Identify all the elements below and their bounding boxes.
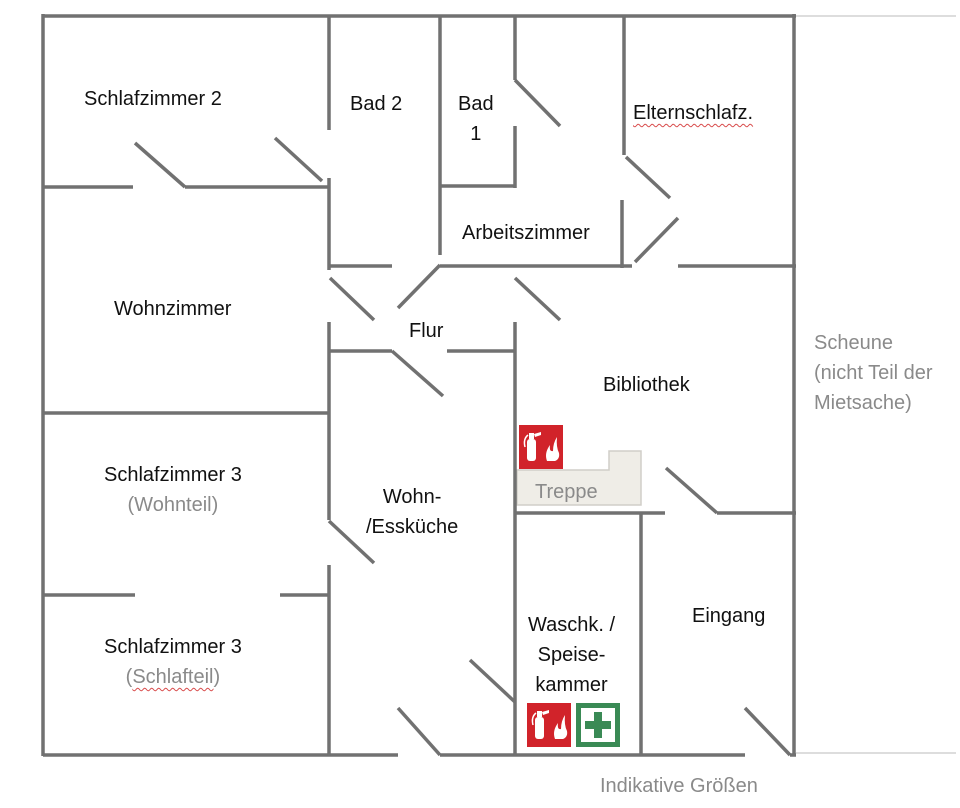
fire-extinguisher-sign-waschkueche [527, 703, 571, 747]
room-label-waschkueche: Waschk. / Speise- kammer [528, 610, 615, 700]
room-label-schlafzimmer-3-wohnteil: Schlafzimmer 3 (Wohnteil) [104, 460, 242, 520]
room-label-wohnkueche: Wohn- /Essküche [366, 482, 458, 542]
room-label-flur: Flur [409, 320, 444, 342]
room-label-wohnkueche-line1: Wohn- [382, 486, 442, 508]
door-swings [133, 78, 792, 757]
fire-extinguisher-icon [531, 710, 549, 739]
scheune-annotation: Scheune (nicht Teil der Mietsache) [814, 328, 933, 418]
fire-extinguisher-icon [523, 432, 541, 461]
room-label-waschkueche-line2: Speise- [537, 644, 606, 666]
fire-extinguisher-sign-bibliothek [519, 425, 563, 469]
room-label-bad-2: Bad 2 [350, 93, 403, 115]
room-label-waschkueche-line1: Waschk. / [528, 614, 616, 636]
paren-open: ( [125, 666, 133, 688]
stair-area [516, 450, 642, 506]
flame-icon [546, 437, 560, 461]
flame-icon [554, 715, 568, 739]
room-label-schlafzimmer-3-wohnteil-line1: Schlafzimmer 3 [104, 464, 242, 486]
scheune-line1: Scheune [814, 332, 893, 354]
first-aid-sign [576, 703, 620, 747]
scheune-line3: Mietsache) [814, 392, 912, 414]
room-label-arbeitszimmer: Arbeitszimmer [462, 222, 590, 244]
room-label-wohnzimmer: Wohnzimmer [114, 298, 232, 320]
room-label-bad-1: Bad 1 [458, 89, 494, 149]
room-label-bad-1-line2: 1 [470, 123, 482, 145]
paren-close: ) [213, 666, 221, 688]
room-label-elternschlafzimmer: Elternschlafz. [633, 102, 754, 124]
room-label-waschkueche-line3: kammer [535, 674, 608, 696]
room-label-schlafzimmer-3-schlafteil-line2: (Schlafteil) [104, 662, 242, 692]
room-label-bibliothek: Bibliothek [603, 374, 690, 396]
stair-shape [516, 450, 642, 506]
first-aid-cross-icon [581, 708, 615, 742]
room-label-eingang: Eingang [692, 605, 766, 627]
room-label-bad-1-line1: Bad [458, 93, 494, 115]
walls [41, 14, 796, 757]
schlafteil-word: Schlafteil [132, 666, 214, 688]
barn-boundary [796, 15, 956, 754]
room-label-schlafzimmer-3-schlafteil-line1: Schlafzimmer 3 [104, 636, 242, 658]
room-label-wohnkueche-line2: /Essküche [366, 516, 459, 538]
room-label-schlafzimmer-3-wohnteil-line2: (Wohnteil) [127, 494, 219, 516]
scheune-line2: (nicht Teil der [814, 362, 933, 384]
room-label-schlafzimmer-3-schlafteil: Schlafzimmer 3 (Schlafteil) [104, 632, 242, 692]
room-label-treppe: Treppe [535, 481, 598, 503]
footer-note: Indikative Größen [600, 775, 758, 797]
room-label-schlafzimmer-2: Schlafzimmer 2 [84, 88, 222, 110]
